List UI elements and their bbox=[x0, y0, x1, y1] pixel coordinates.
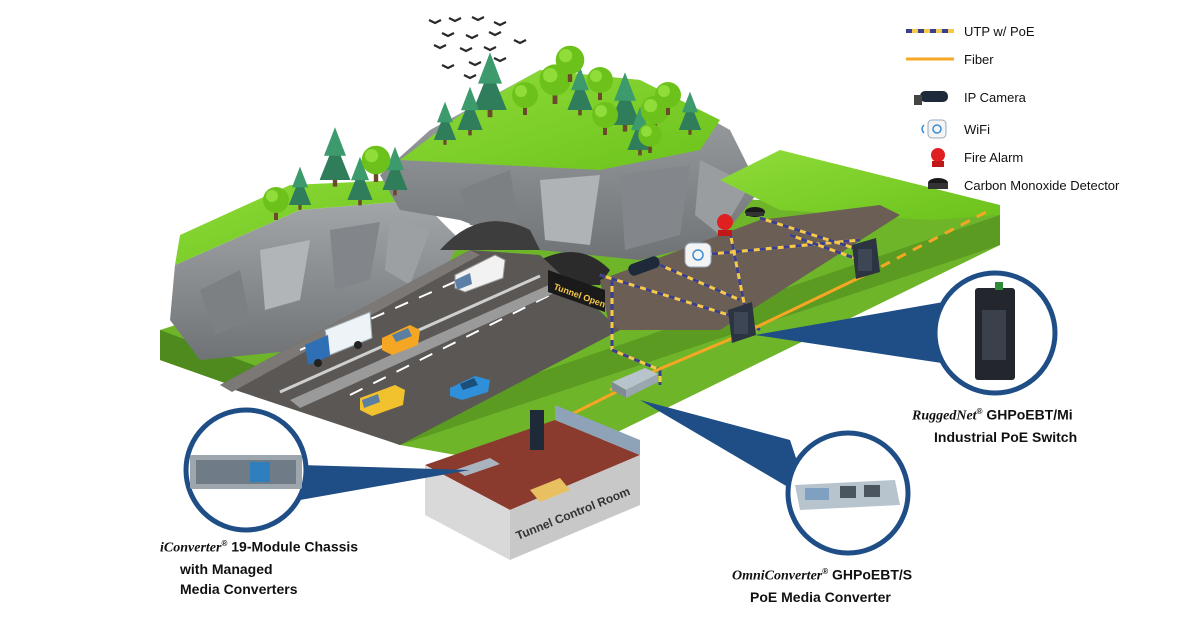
control-room-building: Tunnel Control Room bbox=[425, 405, 640, 560]
bird bbox=[493, 21, 507, 27]
chassis-reg: ® bbox=[221, 539, 228, 548]
switch-product-image bbox=[975, 282, 1015, 380]
converter-model: GHPoEBT/S bbox=[832, 566, 913, 583]
legend-fire-alarm-label: Fire Alarm bbox=[964, 149, 1024, 165]
white-van bbox=[454, 254, 506, 293]
fire-alarm-icon bbox=[904, 145, 956, 169]
wifi-icon bbox=[904, 117, 956, 141]
callout-chassis bbox=[183, 407, 470, 533]
camera-icon bbox=[904, 85, 956, 109]
switch-brand: RuggedNet bbox=[912, 408, 977, 424]
fiber-line-icon bbox=[904, 47, 956, 71]
pine-tree bbox=[473, 52, 507, 118]
utp-cable bbox=[789, 233, 861, 262]
bird bbox=[459, 47, 473, 53]
legend-ip-camera: IP Camera bbox=[904, 85, 1026, 109]
switch-caption-line1: RuggedNet® GHPoEBT/Mi bbox=[912, 402, 1077, 427]
legend-co-detector: Carbon Monoxide Detector bbox=[904, 173, 1119, 197]
legend-co-detector-label: Carbon Monoxide Detector bbox=[964, 177, 1120, 193]
utp-cable bbox=[611, 348, 661, 372]
bird bbox=[488, 31, 502, 37]
legend-ip-camera-label: IP Camera bbox=[964, 89, 1026, 105]
right-grass-strip bbox=[720, 150, 1000, 220]
pine-tree bbox=[347, 156, 373, 206]
legend-utp-label: UTP w/ PoE bbox=[964, 23, 1035, 39]
bird bbox=[463, 74, 477, 80]
chassis-line3: Media Converters bbox=[180, 580, 298, 597]
birds bbox=[428, 16, 527, 80]
bird bbox=[483, 46, 497, 52]
converter-desc: PoE Media Converter bbox=[750, 588, 891, 605]
converter-caption-line1: OmniConverter® GHPoEBT/S bbox=[732, 562, 912, 587]
poe-switch-far bbox=[852, 238, 880, 279]
round-tree bbox=[587, 67, 613, 100]
round-tree bbox=[263, 187, 289, 220]
truck bbox=[305, 311, 373, 367]
round-tree bbox=[555, 45, 585, 82]
switch-reg: ® bbox=[976, 407, 983, 416]
converter-brand: OmniConverter bbox=[732, 568, 823, 584]
bird bbox=[433, 44, 447, 50]
round-tree bbox=[512, 82, 538, 115]
round-tree bbox=[592, 102, 618, 135]
bird bbox=[468, 61, 482, 67]
legend-wifi: WiFi bbox=[904, 117, 990, 141]
pine-tree bbox=[678, 91, 702, 135]
orange-car bbox=[382, 325, 420, 355]
utp-line-icon bbox=[904, 19, 956, 43]
pine-tree bbox=[457, 86, 483, 136]
pine-tree bbox=[382, 146, 408, 196]
legend-fiber-label: Fiber bbox=[964, 51, 994, 67]
utp-cable bbox=[659, 263, 741, 302]
pine-tree bbox=[288, 166, 312, 210]
legend-utp: UTP w/ PoE bbox=[904, 19, 1035, 43]
callout-switch bbox=[755, 270, 1058, 396]
switch-model: GHPoEBT/Mi bbox=[986, 406, 1073, 423]
switch-desc: Industrial PoE Switch bbox=[934, 428, 1078, 445]
round-tree bbox=[655, 82, 681, 115]
trees bbox=[263, 45, 702, 220]
bird bbox=[471, 16, 485, 22]
poe-switch-near bbox=[728, 302, 756, 343]
callout-converter bbox=[640, 400, 911, 556]
media-converter-device bbox=[612, 368, 658, 398]
utp-cable bbox=[728, 231, 747, 309]
yellow-van bbox=[360, 385, 405, 416]
bird bbox=[448, 17, 462, 23]
legend-fire-alarm: Fire Alarm bbox=[904, 145, 1023, 169]
round-tree bbox=[361, 145, 391, 182]
fire-alarm-device bbox=[717, 214, 733, 236]
bird bbox=[428, 19, 442, 25]
chassis-brand: iConverter bbox=[160, 540, 222, 556]
legend-fiber: Fiber bbox=[904, 47, 994, 71]
bird bbox=[441, 32, 455, 38]
pine-tree bbox=[433, 101, 457, 145]
utp-cable bbox=[759, 216, 861, 252]
wifi-device bbox=[684, 242, 712, 268]
chassis-product-image bbox=[190, 455, 302, 489]
pine-tree bbox=[567, 66, 593, 116]
bird bbox=[513, 39, 527, 45]
bird bbox=[441, 64, 455, 70]
switch-caption: RuggedNet® GHPoEBT/Mi Industrial PoE Swi… bbox=[912, 402, 1077, 447]
ip-camera-device bbox=[628, 256, 660, 276]
chassis-caption: iConverter® 19-Module Chassis with Manag… bbox=[160, 534, 358, 599]
converter-product-image bbox=[795, 480, 900, 510]
chassis-caption-line1: iConverter® 19-Module Chassis bbox=[160, 534, 358, 559]
bird bbox=[493, 57, 507, 63]
legend-wifi-label: WiFi bbox=[964, 121, 990, 137]
co-detector-device bbox=[745, 207, 765, 217]
bird bbox=[465, 34, 479, 40]
pine-tree bbox=[319, 127, 351, 187]
converter-caption: OmniConverter® GHPoEBT/S PoE Media Conve… bbox=[732, 562, 912, 607]
utp-cable bbox=[599, 273, 746, 322]
blue-car bbox=[450, 376, 490, 400]
round-tree bbox=[638, 123, 662, 153]
chassis-model: 19-Module Chassis bbox=[231, 538, 359, 555]
co-detector-icon bbox=[904, 173, 956, 197]
chassis-line2: with Managed bbox=[180, 560, 273, 577]
converter-reg: ® bbox=[822, 567, 829, 576]
